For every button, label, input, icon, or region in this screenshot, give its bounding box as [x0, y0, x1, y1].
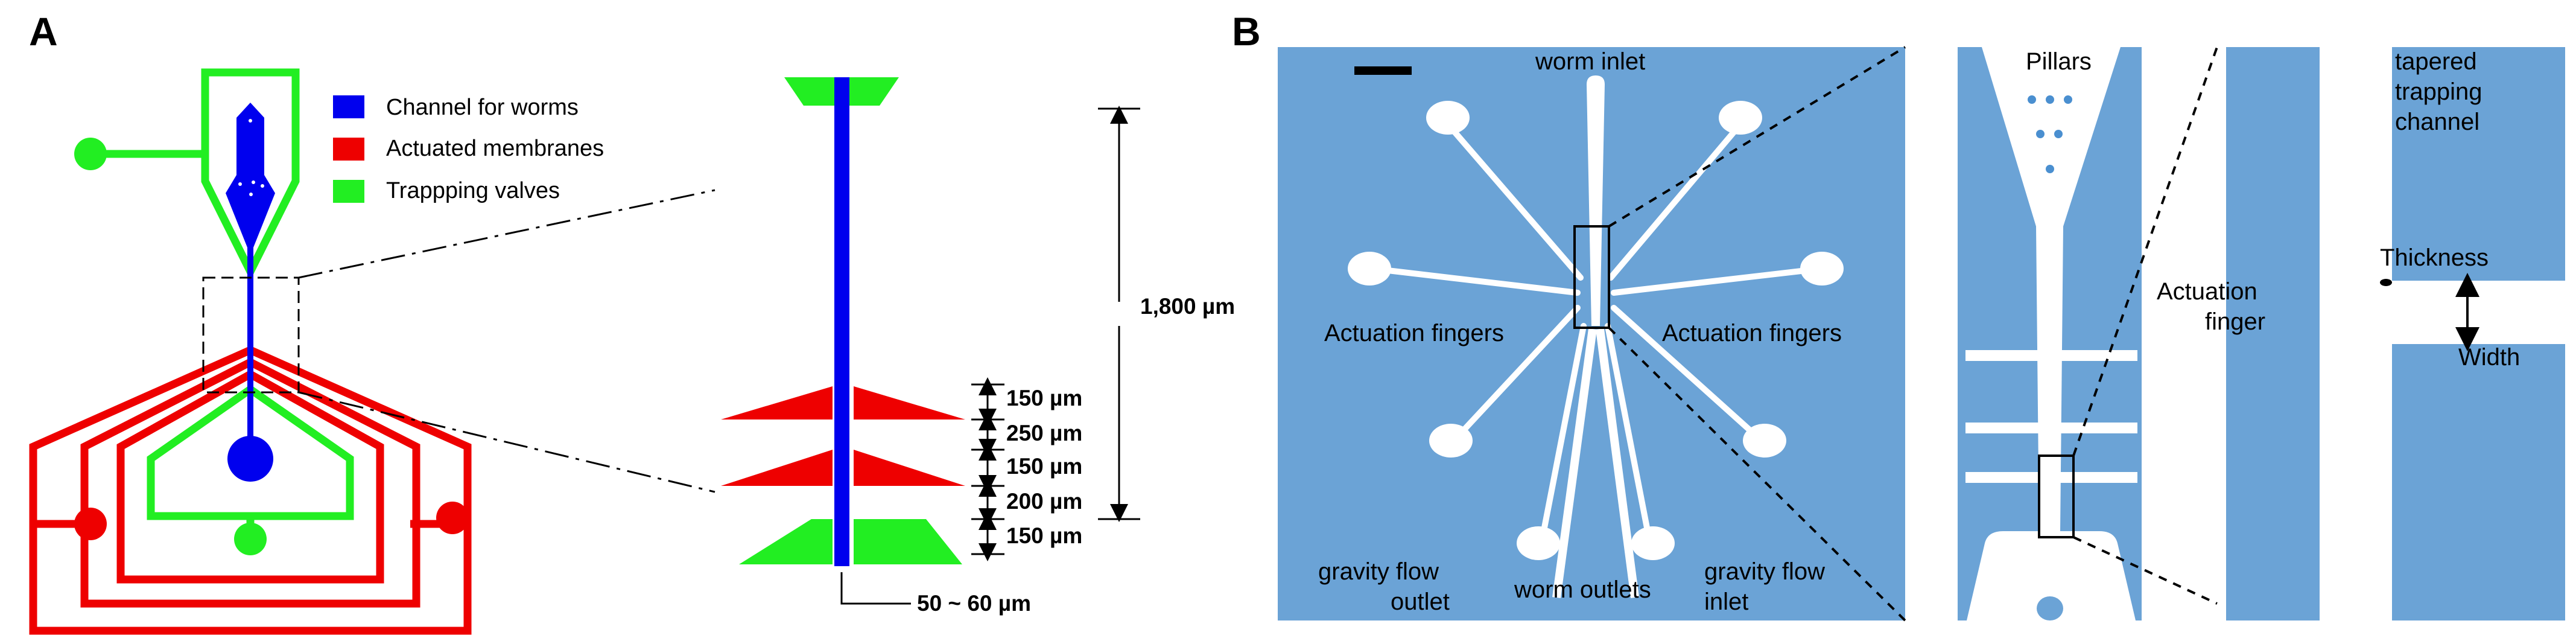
label-gravity-inlet-1: gravity flow: [1704, 558, 1825, 585]
dim-total: 1,800 µm: [1140, 294, 1235, 319]
bottom-valve-right: [854, 519, 962, 564]
legend-label-membranes: Actuated membranes: [386, 136, 604, 161]
panel-a: A: [29, 9, 1235, 635]
finger-pad: [1719, 101, 1762, 135]
dim-seg4: 200 µm: [1006, 489, 1082, 514]
trap-detail: [2163, 47, 2565, 620]
scale-bar: [1354, 66, 1412, 75]
legend-label-valves: Trappping valves: [386, 178, 560, 203]
worm-outlet-port: [227, 436, 273, 482]
dim-seg2: 250 µm: [1006, 421, 1082, 445]
zoom-box-b2: [2038, 455, 2075, 538]
dim-seg3: 150 µm: [1006, 454, 1082, 479]
channel-strip: [834, 77, 849, 566]
zoom-box-b1: [1573, 225, 1610, 329]
label-gravity-outlet-1: gravity flow: [1318, 558, 1439, 585]
trap-zoom: [1958, 47, 2142, 620]
finger-pad: [1429, 424, 1473, 458]
finger-pad: [1517, 526, 1560, 560]
legend: Channel for worms Actuated membranes Tra…: [333, 95, 604, 203]
worm-channel: [226, 103, 275, 482]
membrane-port-left: [74, 508, 107, 540]
membrane-2-right: [854, 450, 965, 486]
dim-seg1: 150 µm: [1006, 386, 1082, 410]
legend-swatch-channel: [333, 95, 364, 118]
legend-label-channel: Channel for worms: [386, 95, 579, 120]
dimension-lines: [840, 106, 1140, 605]
label-gravity-outlet-2: outlet: [1391, 589, 1450, 615]
panel-letter-a: A: [29, 9, 58, 54]
finger-pad: [1800, 252, 1844, 286]
label-worm-outlets: worm outlets: [1514, 576, 1651, 603]
zoomed-channel: [721, 77, 965, 566]
label-gravity-inlet-2: inlet: [1704, 589, 1748, 615]
membrane-2-left: [721, 450, 833, 486]
label-width: Width: [2458, 344, 2520, 371]
label-pillars: Pillars: [2026, 48, 2092, 75]
finger-pad: [1743, 424, 1786, 458]
device-overview: [1278, 47, 1905, 620]
label-thickness: Thickness: [2380, 244, 2489, 271]
dim-channel-width: 50 ~ 60 µm: [917, 591, 1031, 616]
label-tapered-3: channel: [2395, 109, 2479, 135]
trapping-valves: [90, 68, 354, 531]
label-actuation-fingers-right: Actuation fingers: [1662, 320, 1842, 346]
valve-port-bottom: [234, 523, 267, 555]
membrane-1-right: [854, 386, 965, 419]
finger-pad: [1426, 101, 1470, 135]
valve-port-left: [74, 138, 107, 170]
legend-swatch-membranes: [333, 138, 364, 161]
pillars: [2028, 95, 2072, 173]
legend-swatch-valves: [333, 180, 364, 203]
finger-pad: [1348, 252, 1391, 286]
finger-pad: [1631, 526, 1675, 560]
label-actuation-finger-1: Actuation: [2157, 278, 2257, 305]
panel-letter-b: B: [1232, 9, 1261, 54]
membrane-1-left: [721, 386, 833, 419]
label-worm-inlet: worm inlet: [1535, 48, 1645, 75]
zoom-box-a: [202, 276, 300, 394]
dim-seg5: 150 µm: [1006, 523, 1082, 548]
panel-b: B: [1232, 9, 2565, 622]
bottom-valve-left: [739, 519, 833, 564]
membrane-port-right: [436, 502, 469, 534]
label-actuation-fingers-left: Actuation fingers: [1324, 320, 1504, 346]
label-tapered-2: trapping: [2395, 78, 2482, 105]
label-tapered-1: tapered: [2395, 48, 2477, 75]
label-actuation-finger-2: finger: [2205, 308, 2265, 335]
